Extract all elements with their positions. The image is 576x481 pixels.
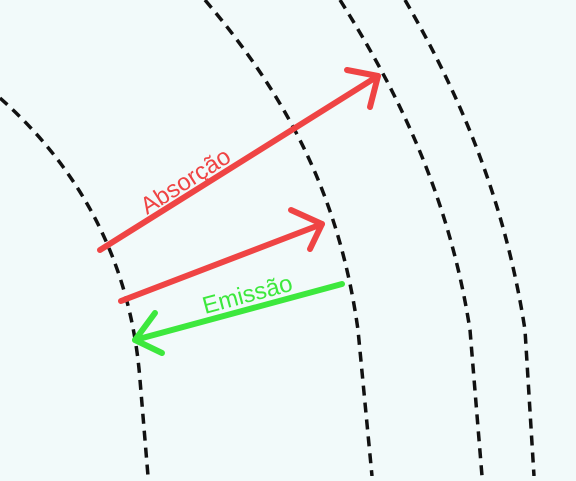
emission-arrow <box>132 281 345 356</box>
absorption-arrow-short-shaft <box>118 221 325 304</box>
absorption-arrow-long-shaft <box>97 73 381 253</box>
orbit-2 <box>203 0 374 477</box>
orbit-4 <box>403 0 536 477</box>
orbit-1 <box>0 96 150 477</box>
absorption-arrow-long-head <box>344 67 381 110</box>
absorption-arrow-short-head <box>288 207 325 252</box>
absorption-label: Absorção <box>136 143 236 220</box>
orbit-3 <box>338 0 484 477</box>
absorption-arrow-long <box>97 67 381 253</box>
emission-arrow-head <box>132 310 165 356</box>
orbits-group <box>0 0 536 477</box>
absorption-arrow-short <box>118 207 325 304</box>
emission-arrow-shaft <box>132 281 345 343</box>
